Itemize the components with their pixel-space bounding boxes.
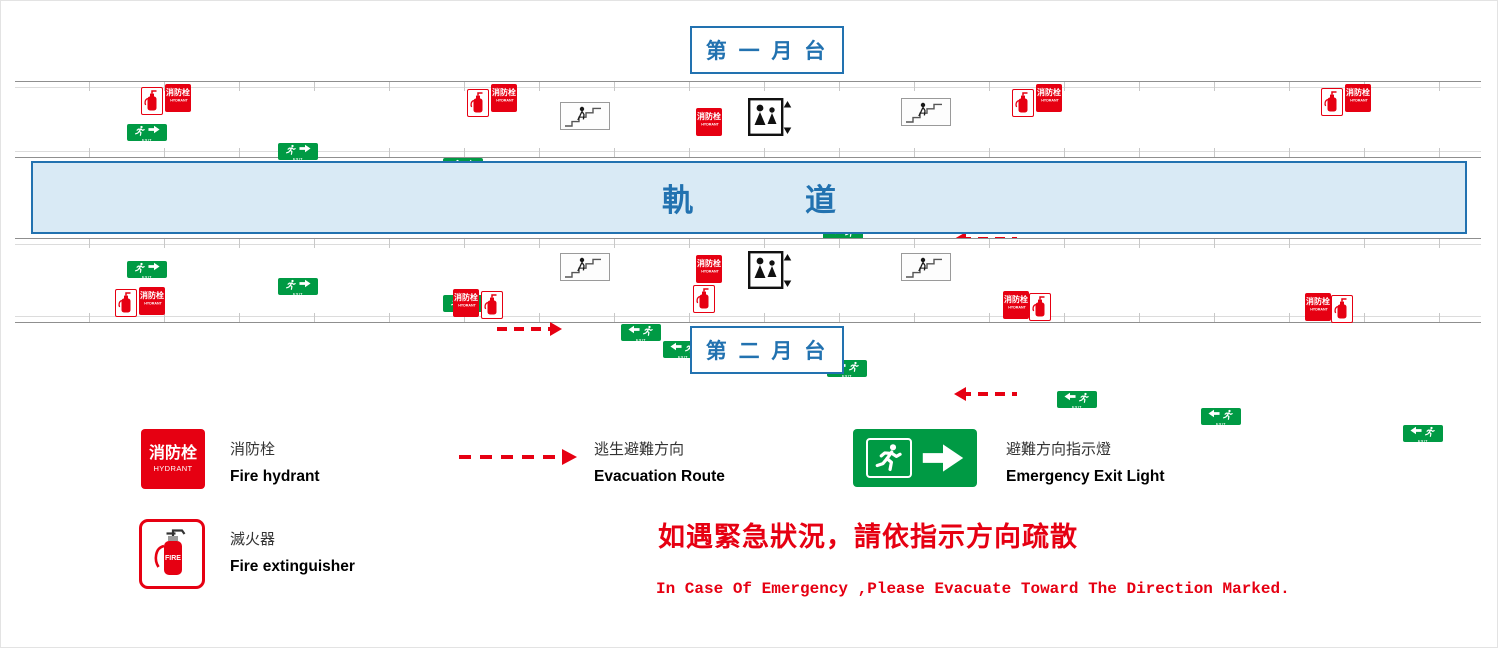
exit-light-icon: EXIT	[621, 324, 661, 342]
platform1-label-box: 第 一 月 台	[690, 26, 844, 74]
legend-hydrant-zh-label: 消防栓	[230, 441, 276, 458]
fire-extinguisher-icon	[1321, 88, 1343, 116]
legend-hydrant-en-label: Fire hydrant	[230, 468, 320, 485]
elevator-icon	[748, 98, 792, 141]
legend-evacuation-arrow	[457, 449, 577, 465]
legend-exit-en-label: Emergency Exit Light	[1006, 468, 1165, 485]
platform2-label: 第 二 月 台	[705, 340, 829, 363]
hydrant-zh-text: 消防栓	[148, 445, 197, 462]
running-man-icon	[865, 438, 912, 478]
exit-light-icon: EXIT	[127, 261, 167, 279]
legend-hydrant-text: 消防栓 Fire hydrant	[230, 438, 320, 486]
stairs-icon	[901, 98, 951, 131]
legend-exit-zh-label: 避難方向指示燈	[1006, 441, 1112, 458]
legend-extinguisher-text: 滅火器 Fire extinguisher	[230, 528, 355, 576]
evacuation-arrow	[954, 387, 1021, 401]
hydrant-en-text: HYDRANT	[153, 464, 193, 473]
exit-light-icon: EXIT	[278, 143, 318, 161]
legend-route-en-label: Evacuation Route	[594, 468, 725, 485]
platform1-label: 第 一 月 台	[705, 40, 829, 63]
fire-extinguisher-icon	[1012, 89, 1034, 117]
fire-extinguisher-icon	[467, 89, 489, 117]
legend-extinguisher-en-label: Fire extinguisher	[230, 558, 355, 575]
svg-text:FIRE: FIRE	[165, 555, 181, 562]
platform2-label-box: 第 二 月 台	[690, 326, 844, 374]
track-label-right: 道	[805, 183, 836, 218]
legend-route-text: 逃生避難方向 Evacuation Route	[594, 438, 725, 486]
arrow-right-icon	[921, 442, 965, 474]
stairs-icon	[560, 102, 610, 135]
exit-light-icon: EXIT	[278, 278, 318, 296]
fire-extinguisher-icon	[693, 285, 715, 313]
emergency-notice-zh: 如遇緊急狀況，請依指示方向疏散	[658, 522, 1078, 552]
emergency-notice-en: In Case Of Emergency ,Please Evacuate To…	[656, 580, 1290, 598]
fire-extinguisher-icon	[115, 289, 137, 317]
stairs-icon	[901, 253, 951, 286]
legend-exit-text: 避難方向指示燈 Emergency Exit Light	[1006, 438, 1164, 486]
legend-exit-light-icon	[853, 429, 977, 487]
legend-hydrant-icon: 消防栓 HYDRANT	[141, 429, 205, 489]
evacuation-arrow	[495, 322, 562, 336]
track-label-left: 軌	[662, 183, 693, 218]
dashed-line	[459, 455, 567, 459]
elevator-icon	[748, 251, 792, 294]
track-band: 軌 道	[31, 161, 1467, 234]
exit-light-icon: EXIT	[1201, 408, 1241, 426]
legend-extinguisher-zh-label: 滅火器	[230, 531, 276, 548]
stairs-icon	[560, 253, 610, 286]
legend-route-zh-label: 逃生避難方向	[594, 441, 685, 458]
exit-light-icon: EXIT	[127, 124, 167, 142]
legend-extinguisher-icon: FIRE	[139, 519, 205, 589]
fire-extinguisher-icon	[1331, 295, 1353, 323]
fire-extinguisher-icon	[481, 291, 503, 319]
exit-light-icon: EXIT	[1403, 425, 1443, 443]
exit-light-icon: EXIT	[1057, 391, 1097, 409]
platform1-floorplan: 消防栓HYDRANTEXITEXITEXIT消防栓HYDRANTEXITEXIT…	[15, 81, 1481, 310]
fire-extinguisher-icon	[141, 87, 163, 115]
arrowhead-right-icon	[562, 449, 577, 465]
fire-extinguisher-icon	[1029, 293, 1051, 321]
